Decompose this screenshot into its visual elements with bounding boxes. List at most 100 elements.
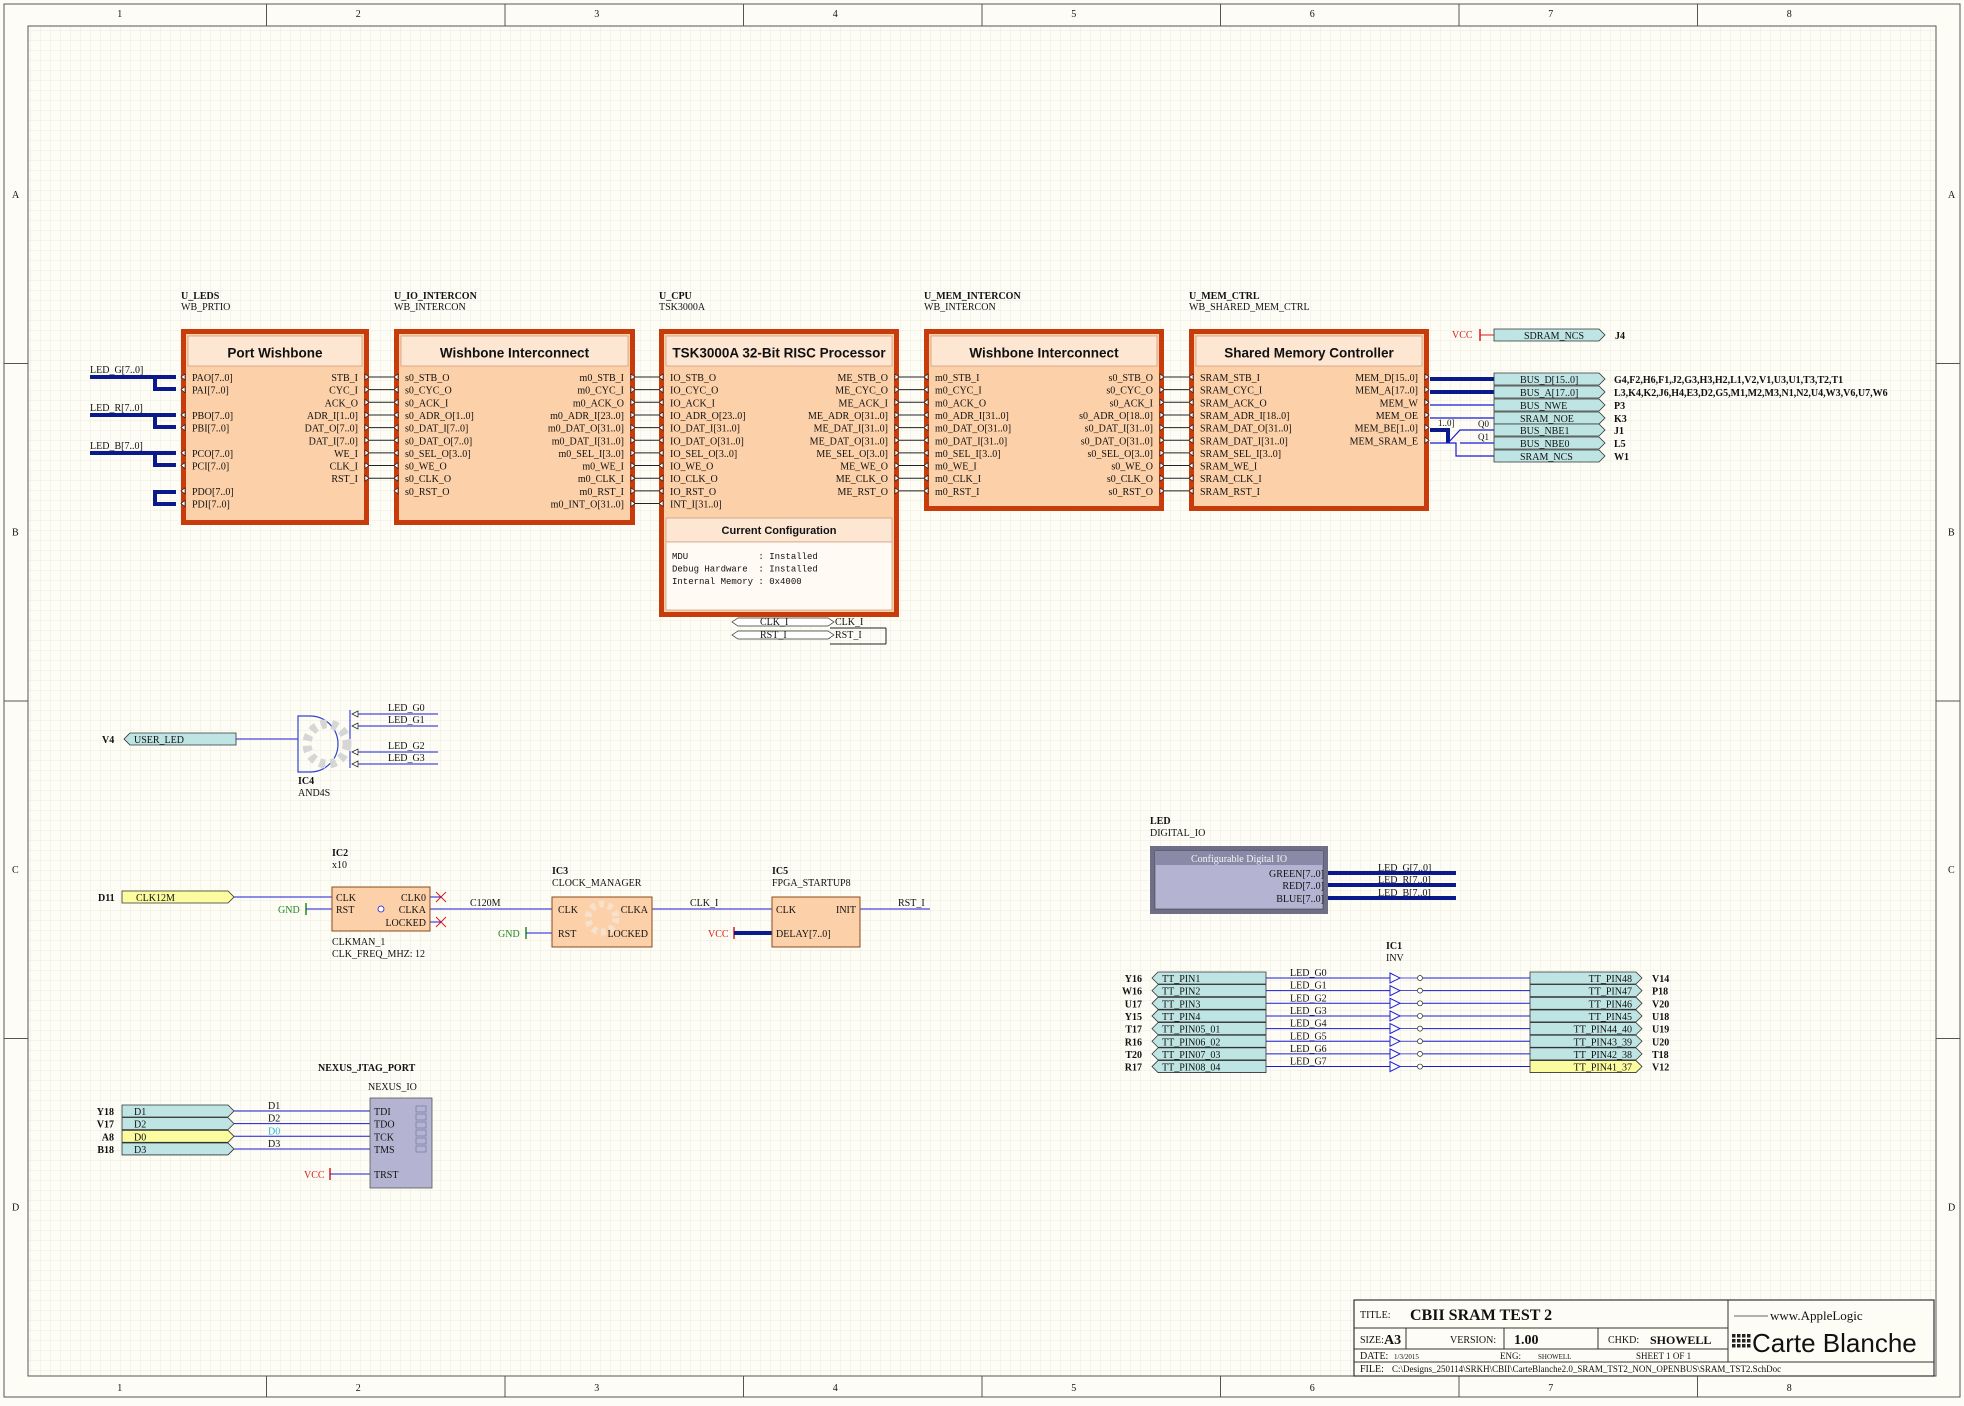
pin-label-left: s0_DAT_I[7..0] xyxy=(405,424,468,435)
pin-arrow xyxy=(1424,423,1430,432)
pin-label-right: m0_RST_I xyxy=(580,487,624,498)
port-pin: Y16 xyxy=(1125,974,1142,985)
pin-arrow xyxy=(1188,398,1194,406)
tt-right-port-5[interactable] xyxy=(1529,1034,1643,1048)
clk12m-port[interactable] xyxy=(121,890,235,904)
pin-arrow xyxy=(1159,487,1165,495)
pin-arrow xyxy=(1159,449,1165,457)
tt-left-port-2[interactable] xyxy=(1151,996,1267,1010)
inverter-bubble xyxy=(1417,1051,1423,1057)
pin-arrow xyxy=(894,487,900,495)
tt-right-port-2[interactable] xyxy=(1529,996,1643,1010)
user-led-port[interactable] xyxy=(123,732,237,746)
tb-label: TITLE: xyxy=(1360,1310,1391,1321)
pin-label-left: m0_WE_I xyxy=(935,462,977,473)
tt-left-port-3[interactable] xyxy=(1151,1009,1267,1023)
component-type: INV xyxy=(1386,953,1405,964)
component-type: WB_INTERCON xyxy=(924,302,996,313)
tt-left-port-5[interactable] xyxy=(1151,1034,1267,1048)
jtag-port-2[interactable] xyxy=(121,1129,235,1143)
sdram-ncs-port[interactable] xyxy=(1493,328,1606,342)
tb-label: FILE: xyxy=(1360,1364,1384,1375)
tt-right-port-6[interactable] xyxy=(1529,1047,1643,1061)
pin-arrow xyxy=(894,474,900,482)
net-label: LED_R[7..0] xyxy=(90,403,143,414)
jtag-port-3[interactable] xyxy=(121,1142,235,1156)
port-pin: Y18 xyxy=(97,1107,114,1118)
pin-arrow xyxy=(630,487,636,495)
pin-arrow xyxy=(1424,373,1430,381)
tt-right-port-1[interactable] xyxy=(1529,984,1643,998)
logo-dots xyxy=(1747,1334,1751,1338)
memory-port-4[interactable] xyxy=(1493,423,1606,437)
inverter-bubble xyxy=(1417,1038,1423,1045)
tt-right-port-3[interactable] xyxy=(1529,1009,1643,1023)
jtag-block[interactable] xyxy=(369,1097,433,1189)
inverter-symbol xyxy=(1389,997,1402,1010)
pin-label-left: s0_WE_O xyxy=(405,462,447,473)
gnd-label: GND xyxy=(498,929,520,940)
pin-label-left: SRAM_DAT_I[31..0] xyxy=(1200,436,1288,447)
memory-port-3[interactable] xyxy=(1493,411,1606,425)
row-label-right: A xyxy=(1948,190,1956,201)
pin-arrow xyxy=(923,423,929,432)
memory-port-5[interactable] xyxy=(1493,436,1606,450)
port-pin: T20 xyxy=(1125,1050,1142,1061)
row-label-left: D xyxy=(12,1202,19,1213)
internal-inverter xyxy=(377,905,385,913)
wire xyxy=(1447,429,1494,444)
pin-arrow xyxy=(351,722,359,730)
pin-arrow xyxy=(1159,385,1165,394)
pin-arrow xyxy=(658,436,664,444)
port-pin: W16 xyxy=(1122,987,1142,998)
component-type: WB_INTERCON xyxy=(394,302,466,313)
pin-label-left: SRAM_RST_I xyxy=(1200,487,1260,498)
component-type: DIGITAL_IO xyxy=(1150,828,1205,839)
pin-arrow xyxy=(923,398,929,406)
port-name: TT_PIN07_03 xyxy=(1162,1050,1220,1061)
jtag-port-0[interactable] xyxy=(121,1104,235,1118)
jtag-port-1[interactable] xyxy=(121,1117,235,1131)
tt-left-port-6[interactable] xyxy=(1151,1047,1267,1061)
pin-arrow xyxy=(1159,423,1165,432)
designator: U_MEM_INTERCON xyxy=(924,291,1021,302)
port-pin: U20 xyxy=(1652,1037,1669,1048)
tt-right-port-0[interactable] xyxy=(1529,971,1643,985)
memory-port-2[interactable] xyxy=(1493,398,1606,412)
port-name: USER_LED xyxy=(134,735,184,746)
pin-arrow xyxy=(180,461,186,470)
bus-wire xyxy=(148,375,176,391)
pin-label-right: ME_SEL_O[3..0] xyxy=(816,449,888,460)
column-label-bottom: 2 xyxy=(356,1383,361,1394)
port-name: TT_PIN06_02 xyxy=(1162,1037,1220,1048)
config-body xyxy=(665,541,893,611)
memory-port-1[interactable] xyxy=(1493,385,1606,399)
tt-right-port-7[interactable] xyxy=(1529,1060,1643,1073)
tt-left-port-4[interactable] xyxy=(1151,1022,1267,1035)
sheet-number: SHEET 1 OF 1 xyxy=(1636,1351,1691,1361)
pin-arrow xyxy=(1159,411,1165,419)
fpga-startup-block[interactable] xyxy=(771,896,861,948)
be-label: 1..0] xyxy=(1438,418,1455,428)
pin-arrow xyxy=(923,385,929,394)
tt-left-port-7[interactable] xyxy=(1151,1060,1267,1073)
pin-label-right: m0_CYC_I xyxy=(577,386,624,397)
port-name: SRAM_NCS xyxy=(1520,452,1573,463)
pin-arrow xyxy=(351,710,359,718)
memory-port-6[interactable] xyxy=(1493,449,1606,463)
sheet-version: 1.00 xyxy=(1514,1333,1539,1348)
tt-left-port-0[interactable] xyxy=(1151,971,1267,985)
tt-left-port-1[interactable] xyxy=(1151,984,1267,998)
port-name: D2 xyxy=(134,1120,146,1131)
tt-right-port-4[interactable] xyxy=(1529,1022,1643,1035)
port-pin: U19 xyxy=(1652,1025,1669,1036)
memory-port-0[interactable] xyxy=(1493,372,1606,386)
pin-label: TRST xyxy=(374,1170,398,1181)
row-label-left: B xyxy=(12,527,19,538)
pin-label-left: s0_SEL_O[3..0] xyxy=(405,449,471,460)
